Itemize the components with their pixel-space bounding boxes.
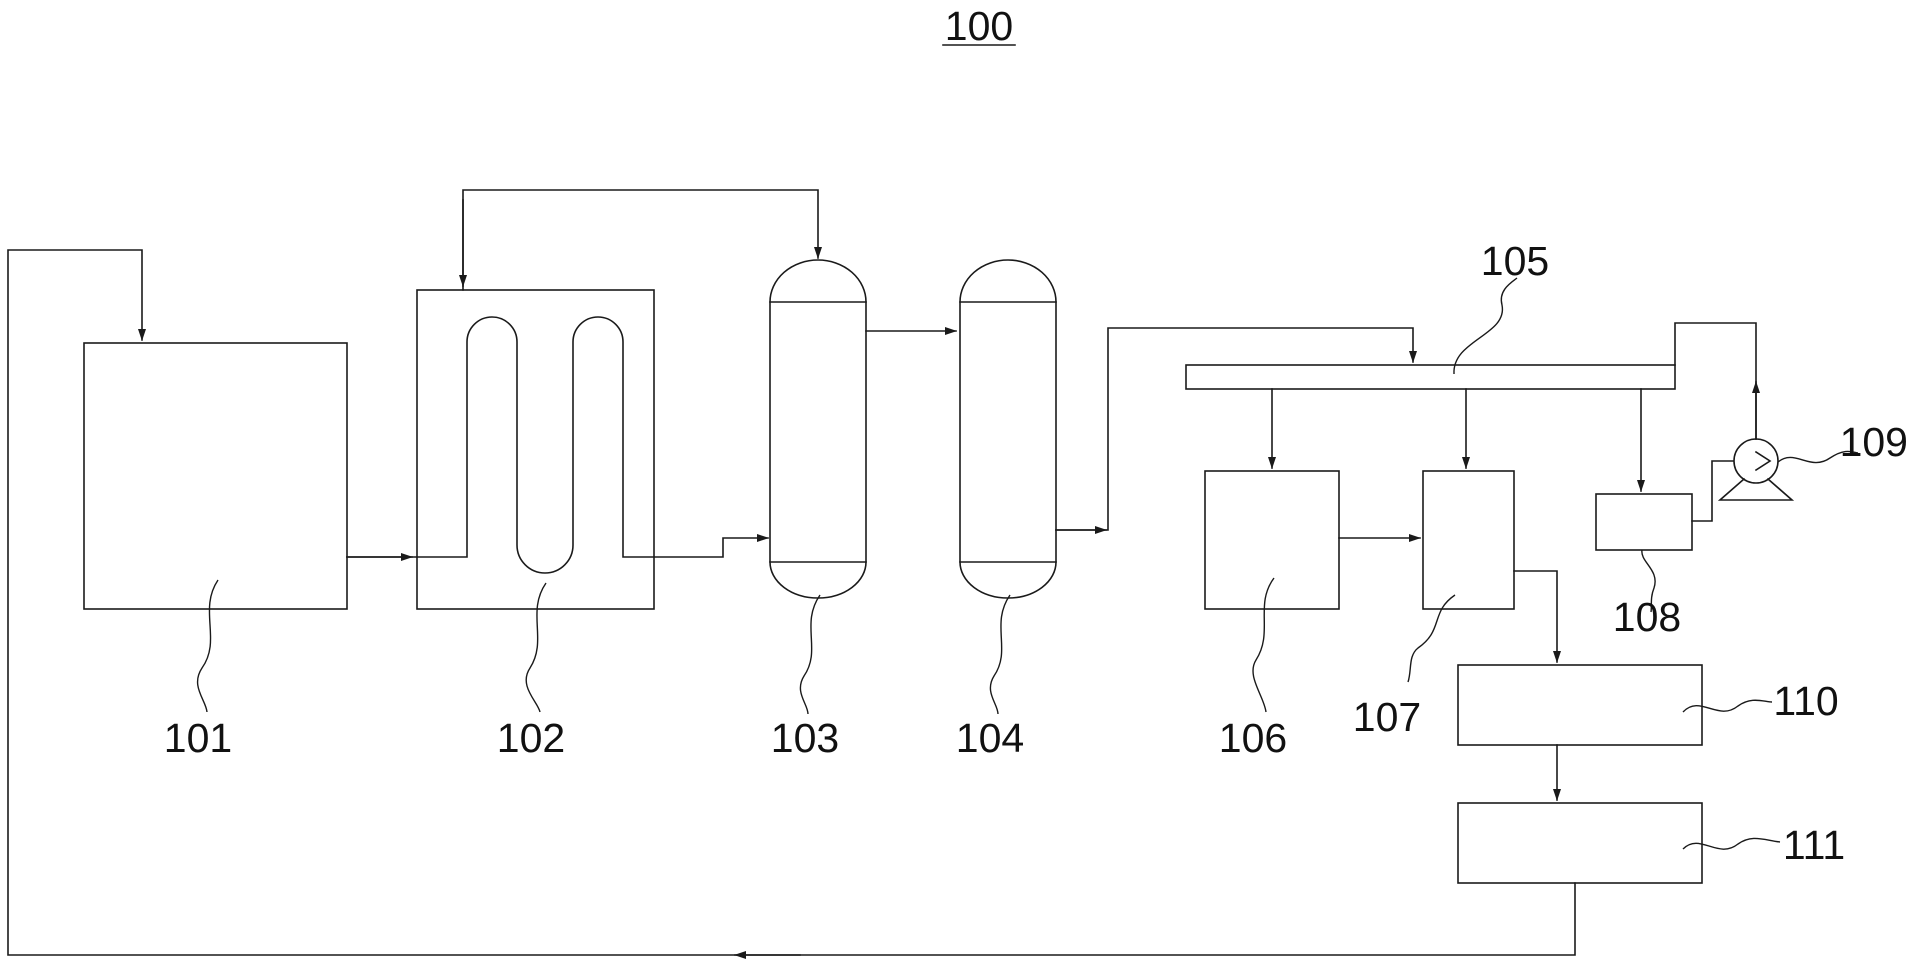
leader-104: [989, 594, 1011, 715]
unit-109: 109: [1717, 419, 1908, 501]
label-105: 105: [1481, 238, 1549, 284]
figure-title-text: 100: [945, 3, 1013, 49]
unit-107: 107: [1353, 470, 1515, 740]
pump-109-base-icon: [1717, 477, 1795, 501]
pump-109-impeller-icon: [1754, 450, 1772, 472]
unit-105: 105: [1185, 238, 1676, 390]
label-104: 104: [956, 715, 1024, 761]
leader-106: [1252, 577, 1275, 713]
label-111: 111: [1783, 822, 1845, 868]
label-106: 106: [1219, 715, 1287, 761]
leader-102: [525, 582, 547, 713]
unit-103: 103: [769, 259, 867, 761]
flow-loop-to-103-top: [462, 189, 822, 291]
unit-107-box: [1422, 470, 1515, 610]
leader-111: [1682, 837, 1781, 850]
flow-109-return-line: [1674, 322, 1757, 440]
label-108: 108: [1613, 594, 1681, 640]
unit-101: 101: [83, 342, 348, 761]
flow-108-109: [1691, 460, 1734, 522]
label-110: 110: [1773, 678, 1838, 724]
unit-106-box: [1204, 470, 1340, 610]
label-102: 102: [497, 715, 565, 761]
unit-110: 110: [1457, 664, 1839, 746]
label-107: 107: [1353, 694, 1421, 740]
unit-104: 104: [956, 259, 1057, 761]
label-103: 103: [771, 715, 839, 761]
leader-105: [1453, 277, 1518, 375]
leader-109: [1777, 450, 1859, 464]
vessel-104-body: [959, 259, 1057, 599]
unit-101-box: [83, 342, 348, 610]
label-109: 109: [1840, 419, 1908, 465]
unit-102-box: [416, 289, 655, 610]
unit-108-box: [1595, 493, 1693, 551]
label-101: 101: [164, 715, 232, 761]
leader-101: [196, 579, 219, 713]
unit-106: 106: [1204, 470, 1340, 761]
unit-111-box: [1457, 802, 1703, 884]
unit-108: 108: [1595, 493, 1693, 640]
flow-107-110: [1513, 570, 1561, 663]
flow-104-to-105: [1055, 327, 1417, 531]
unit-110-box: [1457, 664, 1703, 746]
unit-102: 102: [346, 289, 769, 761]
flow-111-recycle-to-101: [7, 249, 1576, 956]
leader-110: [1682, 699, 1773, 713]
leader-103: [799, 594, 821, 715]
leader-108: [1641, 549, 1656, 613]
coil-flow-line: [346, 316, 769, 574]
leader-107: [1407, 594, 1456, 683]
vessel-103-body: [769, 259, 867, 599]
figure-title: 100: [942, 3, 1016, 49]
unit-111: 111: [1457, 802, 1845, 884]
header-105-bar: [1185, 364, 1676, 390]
